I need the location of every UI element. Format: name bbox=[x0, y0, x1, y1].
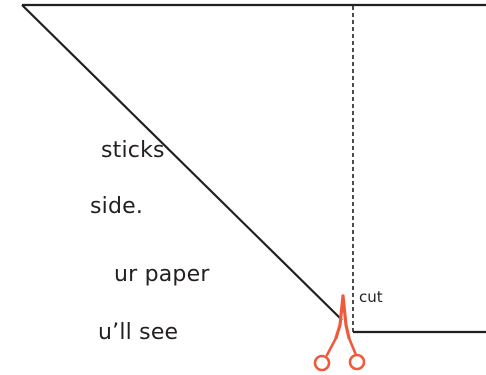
scissors-blade bbox=[334, 294, 345, 340]
paper-fold-edge bbox=[21, 4, 343, 321]
scissors-icon bbox=[313, 294, 366, 372]
cut-label: cut bbox=[359, 288, 383, 306]
instruction-text-line: ur paper bbox=[114, 262, 210, 287]
scissors-handle-right bbox=[347, 336, 358, 357]
instruction-text-line: u’ll see bbox=[98, 320, 179, 345]
scissors-ring-left bbox=[313, 354, 331, 372]
scissors-ring-right bbox=[348, 353, 366, 371]
scissors-handle-left bbox=[325, 336, 338, 357]
instruction-text-line: sticks bbox=[101, 138, 165, 163]
scissors-blade bbox=[341, 294, 351, 340]
paper-shape bbox=[22, 5, 486, 332]
instruction-text-line: side. bbox=[90, 194, 144, 219]
